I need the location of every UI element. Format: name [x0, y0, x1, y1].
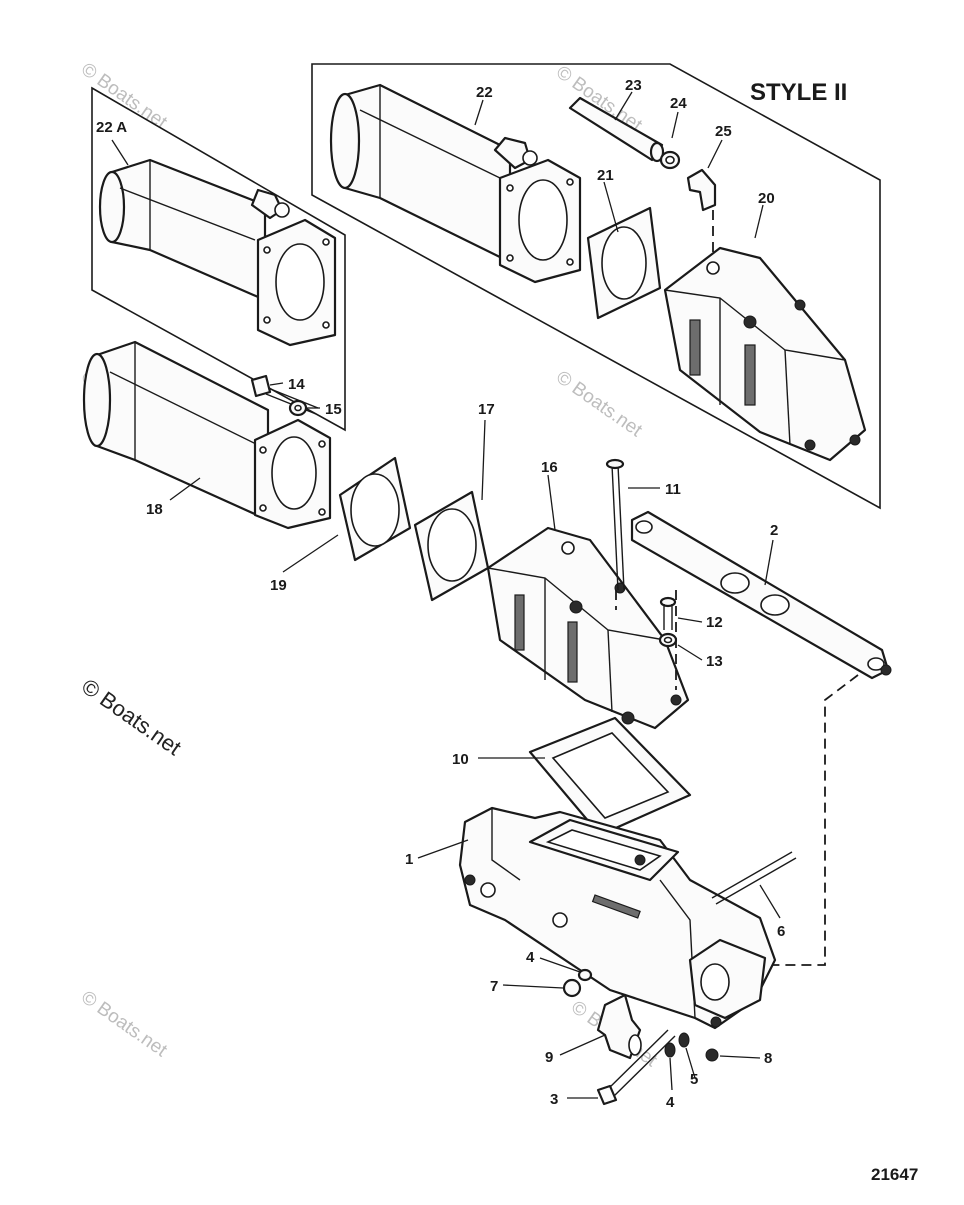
- label-part-16: 16: [541, 459, 558, 476]
- label-part-19: 19: [270, 577, 287, 594]
- label-part-4-upper: 4: [526, 949, 535, 966]
- part-4-washer-upper: [577, 968, 593, 982]
- label-part-22: 22: [476, 84, 493, 101]
- label-part-24: 24: [670, 95, 687, 112]
- label-part-6: 6: [777, 923, 785, 940]
- label-part-21: 21: [597, 167, 614, 184]
- part-2-manifold-gasket: [630, 510, 892, 680]
- label-part-23: 23: [625, 77, 642, 94]
- box-22a: [91, 86, 346, 432]
- part-11-stud: [605, 458, 625, 591]
- label-part-4-lower: 4: [666, 1094, 675, 1111]
- alignment-lines: [615, 210, 859, 966]
- label-part-17: 17: [478, 401, 495, 418]
- part-10-gasket: [528, 716, 692, 837]
- part-1-exhaust-manifold: [458, 806, 777, 1030]
- part-14-screw: [250, 374, 319, 415]
- label-part-10: 10: [452, 751, 469, 768]
- label-part-13: 13: [706, 653, 723, 670]
- part-19-gasket: [338, 456, 412, 562]
- label-part-15: 15: [325, 401, 342, 418]
- label-part-3: 3: [550, 1091, 558, 1108]
- style-label: STYLE II: [750, 79, 847, 106]
- label-part-12: 12: [706, 614, 723, 631]
- label-part-18: 18: [146, 501, 163, 518]
- part-5-washer: [678, 1032, 690, 1048]
- label-part-8: 8: [764, 1050, 772, 1067]
- label-part-1: 1: [405, 851, 413, 868]
- part-13-washer: [658, 632, 678, 648]
- box-style-ii: STYLE II: [311, 63, 881, 510]
- label-part-5: 5: [690, 1071, 698, 1088]
- part-18-exhaust-tube: [82, 340, 332, 530]
- figure-number: 21647: [871, 1165, 918, 1184]
- watermark-text-main: © Boats.net: [77, 674, 186, 761]
- part-8-nut: [705, 1048, 719, 1062]
- watermark-text: © Boats.net: [77, 987, 171, 1062]
- label-part-11: 11: [665, 481, 681, 498]
- label-part-7: 7: [490, 978, 498, 995]
- part-16-elbow-cover: [486, 526, 690, 730]
- label-part-22a: 22 A: [96, 119, 127, 136]
- part-17-gasket: [413, 490, 490, 602]
- label-part-20: 20: [758, 190, 775, 207]
- part-6-stud: [711, 851, 797, 905]
- part-12-bolt: [659, 596, 677, 630]
- label-part-25: 25: [715, 123, 732, 140]
- part-3-bolt: [596, 1029, 676, 1106]
- part-9-elbow-fitting: [596, 993, 642, 1060]
- leader-lines: [111, 91, 781, 1099]
- part-4-washer-lower: [664, 1042, 676, 1058]
- part-7-nut: [562, 978, 582, 998]
- watermark-text: © Boats.net: [552, 367, 646, 442]
- part-labels: 22 A 22 23 24 25 21 20 14 15 18 19 17 16…: [96, 77, 785, 1111]
- label-part-9: 9: [545, 1049, 553, 1066]
- label-part-14: 14: [288, 376, 305, 393]
- label-part-2: 2: [770, 522, 778, 539]
- part-15-washer: [288, 399, 308, 417]
